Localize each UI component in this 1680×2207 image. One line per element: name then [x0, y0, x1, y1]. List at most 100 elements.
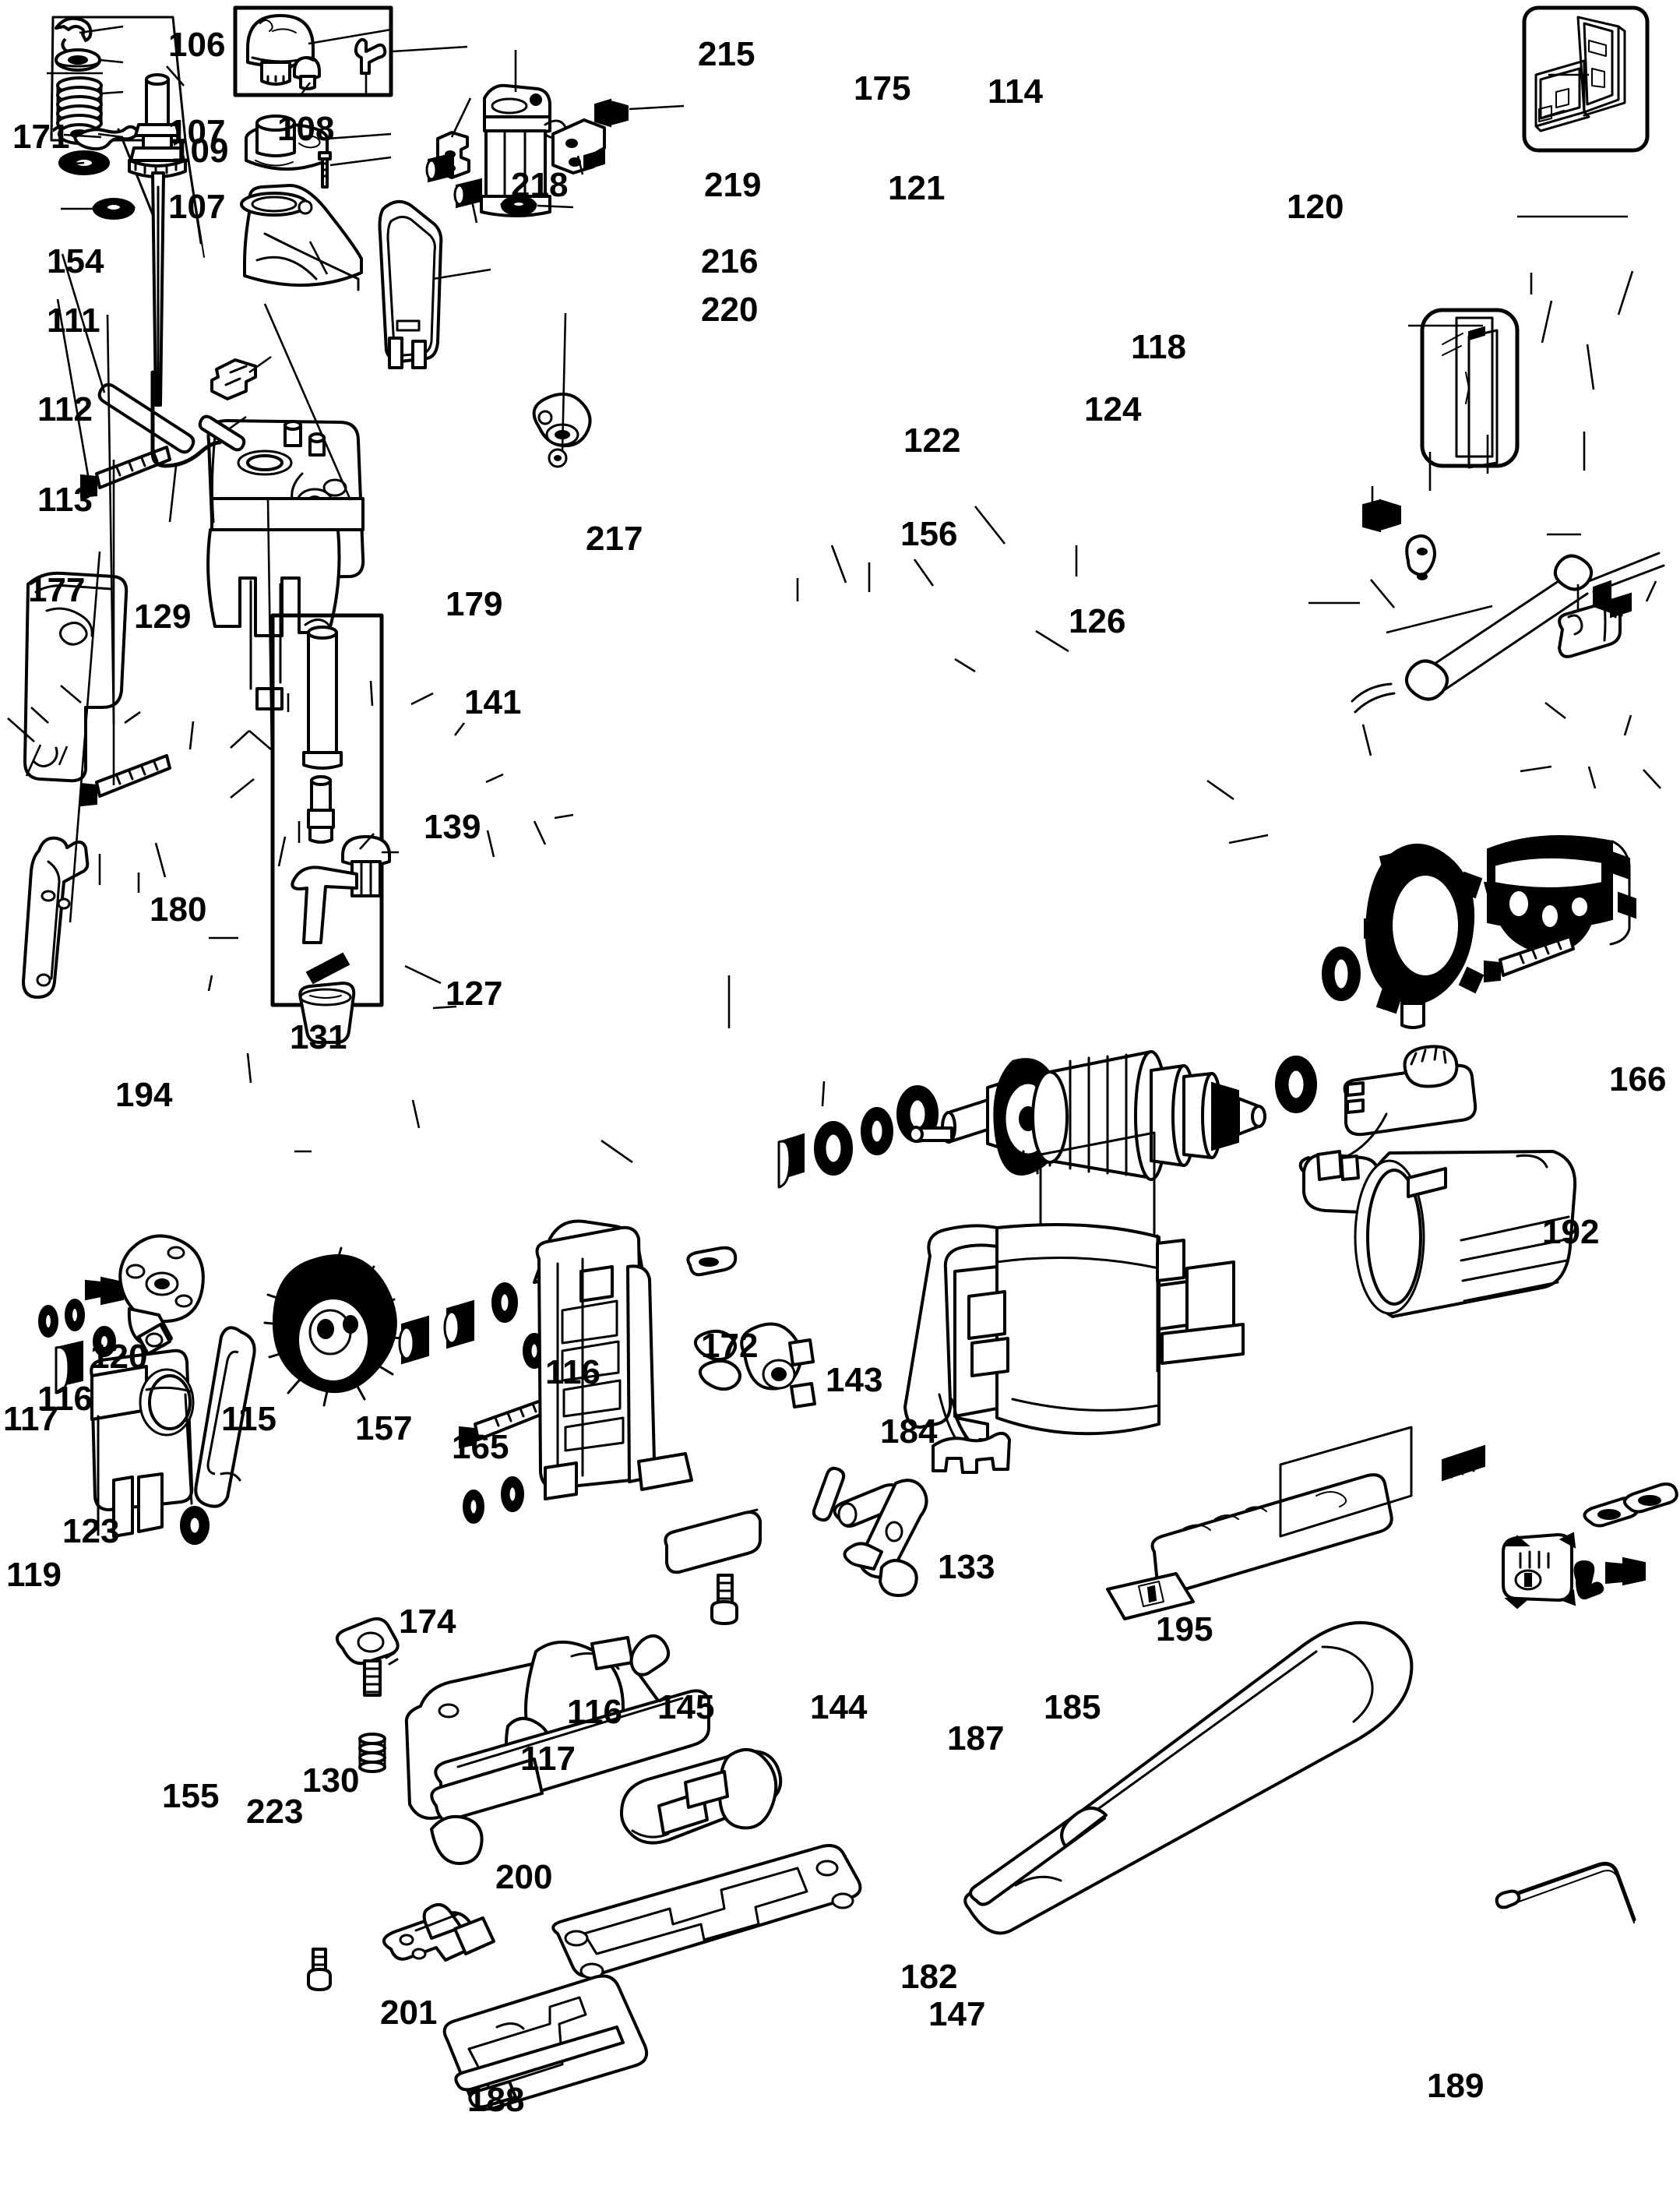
callout-106: 106	[168, 26, 226, 64]
part-118-clamp	[551, 118, 606, 175]
callout-124: 124	[1084, 390, 1142, 428]
callout-194: 194	[115, 1076, 173, 1114]
part-164-cord-protector	[1351, 552, 1665, 714]
callout-180: 180	[150, 890, 207, 929]
callout-154: 154	[47, 242, 104, 280]
part-192-bushing	[777, 1133, 805, 1189]
part-141-clip	[210, 358, 257, 400]
part-191-hex-key	[1495, 1861, 1636, 1923]
part-188-guide-shoe	[382, 1902, 495, 1962]
part-116a-washer	[65, 1299, 85, 1331]
callout-177: 177	[28, 571, 86, 609]
callout-107-top: 107	[168, 113, 226, 151]
callout-216: 216	[701, 242, 759, 280]
part-201-spring	[358, 1733, 386, 1773]
callout-188: 188	[467, 2081, 525, 2119]
part-185-yoke	[833, 1479, 928, 1597]
part-160-screw-cord	[1362, 499, 1401, 533]
callout-119: 119	[6, 1556, 62, 1594]
callout-219: 219	[704, 166, 762, 204]
part-170-screw	[1484, 935, 1575, 983]
callout-127: 127	[446, 975, 503, 1013]
callout-175: 175	[854, 69, 911, 108]
part-140-base-plate	[551, 1844, 862, 1980]
callout-141: 141	[464, 683, 522, 721]
callout-165: 165	[452, 1428, 509, 1466]
accessory-kit-box-175-outline	[233, 5, 393, 97]
part-133-pin	[812, 1466, 846, 1522]
callout-187: 187	[947, 1719, 1005, 1757]
part-215-cap	[246, 14, 315, 86]
part-157-gear	[263, 1246, 403, 1407]
callout-157: 157	[355, 1409, 413, 1447]
callout-145: 145	[657, 1688, 715, 1726]
leader-lines	[7, 25, 1661, 1164]
part-165-needle-bearings	[398, 1299, 474, 1365]
part-103-switch	[1302, 1150, 1380, 1214]
part-160b-screw	[1593, 580, 1632, 619]
part-210-speed-dial	[1343, 1045, 1477, 1137]
callout-108: 108	[277, 110, 335, 148]
part-116c-washer	[501, 1476, 524, 1512]
callout-201: 201	[380, 1994, 438, 2032]
callout-130: 130	[302, 1761, 360, 1800]
part-120b-screw	[85, 1276, 124, 1306]
part-150-motor-housing	[903, 1223, 1245, 1463]
callout-200: 200	[495, 1858, 553, 1896]
callout-117-a: 117	[3, 1400, 58, 1438]
part-120-screw-upper	[594, 98, 629, 128]
part-221-label	[1279, 1426, 1413, 1538]
callout-111: 111	[47, 301, 100, 340]
part-214-set-screw	[1442, 1444, 1485, 1482]
part-146-end-bell	[1364, 844, 1485, 1029]
part-117a-washer	[38, 1305, 58, 1338]
part-122-bushings	[425, 152, 482, 209]
part-101-armature	[908, 1050, 1266, 1181]
part-107-washer-top	[55, 48, 101, 72]
part-219-bracket	[354, 37, 387, 75]
part-208-screw	[1605, 1557, 1646, 1586]
callout-139: 139	[424, 808, 481, 846]
part-143-nut	[686, 1246, 738, 1277]
callout-220: 220	[701, 291, 759, 329]
plunger-kit-box-127-outline	[270, 613, 384, 1007]
callout-192: 192	[1542, 1213, 1600, 1251]
callout-218: 218	[511, 166, 569, 204]
callout-120-lower: 120	[90, 1338, 148, 1376]
part-127-contents	[291, 626, 391, 1044]
callout-116-b: 116	[545, 1353, 601, 1391]
part-200-knob	[336, 1617, 400, 1697]
part-166-washer	[814, 1121, 853, 1176]
part-134-screw	[307, 1948, 332, 1991]
callout-116-c: 116	[567, 1693, 622, 1731]
part-148-bearing	[896, 1085, 939, 1143]
part-151-bearing	[1275, 1056, 1317, 1113]
part-168-brush-cap	[1502, 1532, 1576, 1609]
part-121-bracket	[436, 131, 470, 179]
callout-223: 223	[246, 1793, 304, 1831]
part-167-washer	[861, 1107, 893, 1155]
part-147-plunger-housing	[620, 1748, 783, 1845]
callout-156: 156	[900, 515, 958, 553]
part-152-washer	[1322, 947, 1361, 1001]
callout-172: 172	[701, 1327, 759, 1365]
callout-107-bottom: 107	[168, 188, 226, 226]
callout-133: 133	[938, 1548, 995, 1586]
callout-131: 131	[290, 1018, 347, 1056]
carry-case-box-861-outline	[1522, 5, 1650, 153]
callout-118: 118	[1131, 328, 1186, 366]
callout-114: 114	[988, 72, 1043, 111]
part-126-eccentric	[532, 393, 592, 468]
callout-185: 185	[1044, 1688, 1101, 1726]
callout-109: 109	[171, 132, 229, 170]
callout-122: 122	[903, 421, 961, 460]
part-218-small-cap	[293, 56, 321, 90]
part-139-pin	[198, 414, 246, 452]
part-217-gear-housing-cover	[240, 184, 363, 291]
part-154-clip	[73, 125, 140, 151]
callout-147: 147	[928, 1995, 986, 2033]
part-131-wire-guide	[150, 370, 222, 468]
callout-215: 215	[698, 35, 755, 73]
